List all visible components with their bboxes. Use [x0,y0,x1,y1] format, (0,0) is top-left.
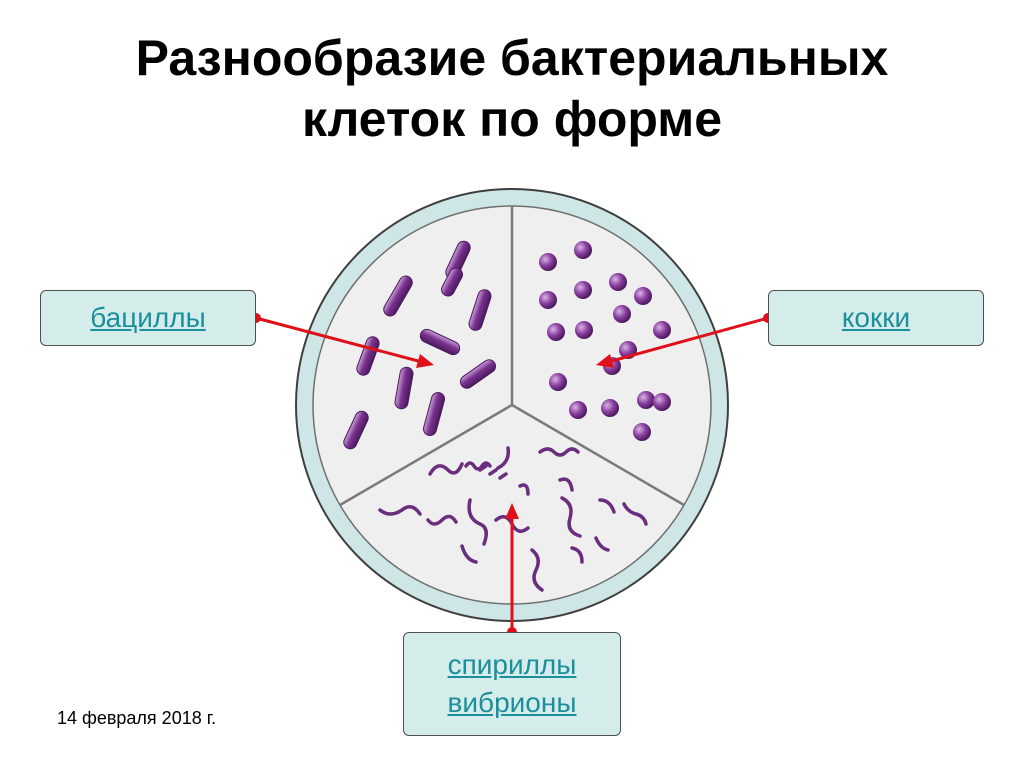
coccus-cell [653,393,671,411]
slide-title: Разнообразие бактериальных клеток по фор… [0,28,1024,150]
spirillum-cell [560,496,582,538]
spirilla-vibrio-label[interactable]: спириллы вибрионы [403,632,621,736]
sector-dividers [339,206,685,507]
spirillum-cell [478,464,508,480]
bacilli-label[interactable]: бациллы [40,290,256,346]
spirillum-cell [518,483,530,496]
spirilla-label-text[interactable]: спириллы [447,649,577,680]
bacillus-cell [441,267,463,297]
bacillus-cell [468,289,492,331]
coccus-cell [549,373,567,391]
coccus-cell [609,273,627,291]
spirillum-cell [622,502,648,526]
spirilla-cells [378,446,648,592]
coccus-cell [637,391,655,409]
spirillum-cell [558,477,574,492]
bacilli-cells [343,240,497,450]
coccus-cell [575,321,593,339]
coccus-cell [613,305,631,323]
spirillum-cell [460,544,478,564]
spirillum-cell [428,462,464,476]
bacillus-cell [356,336,380,376]
spirillum-cell [570,546,584,564]
bacillus-cell [459,359,497,389]
coccus-cell [653,321,671,339]
spirillum-cell [378,505,422,516]
spirillum-cell [467,498,488,546]
coccus-cell [539,253,557,271]
bacilli-label-text[interactable]: бациллы [90,302,206,333]
slide-title-line-1: Разнообразие бактериальных [135,30,889,86]
slide-title-line-2: клеток по форме [301,91,723,147]
cocci-label-text[interactable]: кокки [841,302,911,333]
spirillum-cell [426,514,458,526]
coccus-cell [574,241,592,259]
coccus-cell [633,423,651,441]
footer-date: 14 февраля 2018 г. [57,708,217,728]
coccus-cell [574,281,592,299]
spirillum-cell [594,536,610,552]
coccus-cell [547,323,565,341]
cocci-cells [539,241,671,441]
spirillum-cell [530,548,544,592]
bacillus-cell [422,392,446,436]
spirillum-cell [464,461,492,471]
coccus-cell [634,287,652,305]
vibrio-label-text[interactable]: вибрионы [447,687,577,718]
spirillum-cell [538,447,580,457]
bacillus-cell [383,275,413,317]
bacillus-cell [419,328,461,356]
bacillus-cell [343,410,369,450]
coccus-cell [601,399,619,417]
spirillum-cell [598,498,616,514]
coccus-cell [539,291,557,309]
cocci-label[interactable]: кокки [768,290,984,346]
spirillum-cell [496,446,511,470]
coccus-cell [569,401,587,419]
bacillus-cell [394,366,414,410]
